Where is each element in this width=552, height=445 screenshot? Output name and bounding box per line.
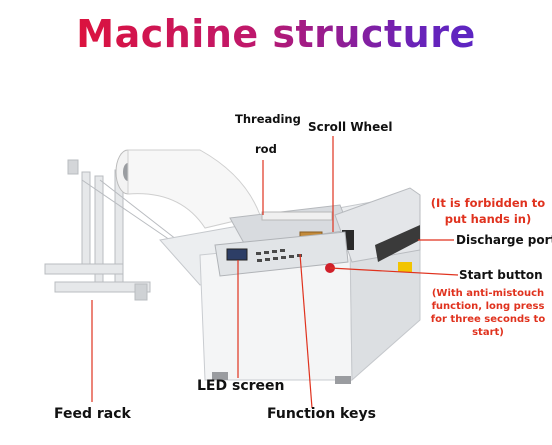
paper-roll [115,149,261,229]
scroll-wheel-label: Scroll Wheel [308,120,393,134]
start-note-line-2: function, long press [431,301,545,312]
threading-rod-label-line1: Threading [235,112,301,126]
threading-rod-label-line2: rod [255,142,277,156]
feed-rack-frame [44,159,191,301]
feed-rack-label: Feed rack [54,406,131,422]
warning-line-1: (It is forbidden to [430,196,546,210]
start-button-label: Start button [459,268,543,282]
leader-lines [91,136,459,409]
led-screen-label: LED screen [197,378,285,394]
function-keys-label: Function keys [267,406,376,422]
start-note-line-4: start) [472,327,504,338]
start-button-note: (With anti-mistouch function, long press… [426,287,550,339]
start-note-line-3: for three seconds to [430,314,546,325]
warning-line-2: put hands in) [444,211,532,226]
start-note-line-1: (With anti-mistouch [431,288,545,299]
warning-note: (It is forbidden to put hands in) [426,196,550,227]
diagram-title: Machine structure [0,12,552,56]
discharge-port-label: Discharge port [456,233,552,247]
